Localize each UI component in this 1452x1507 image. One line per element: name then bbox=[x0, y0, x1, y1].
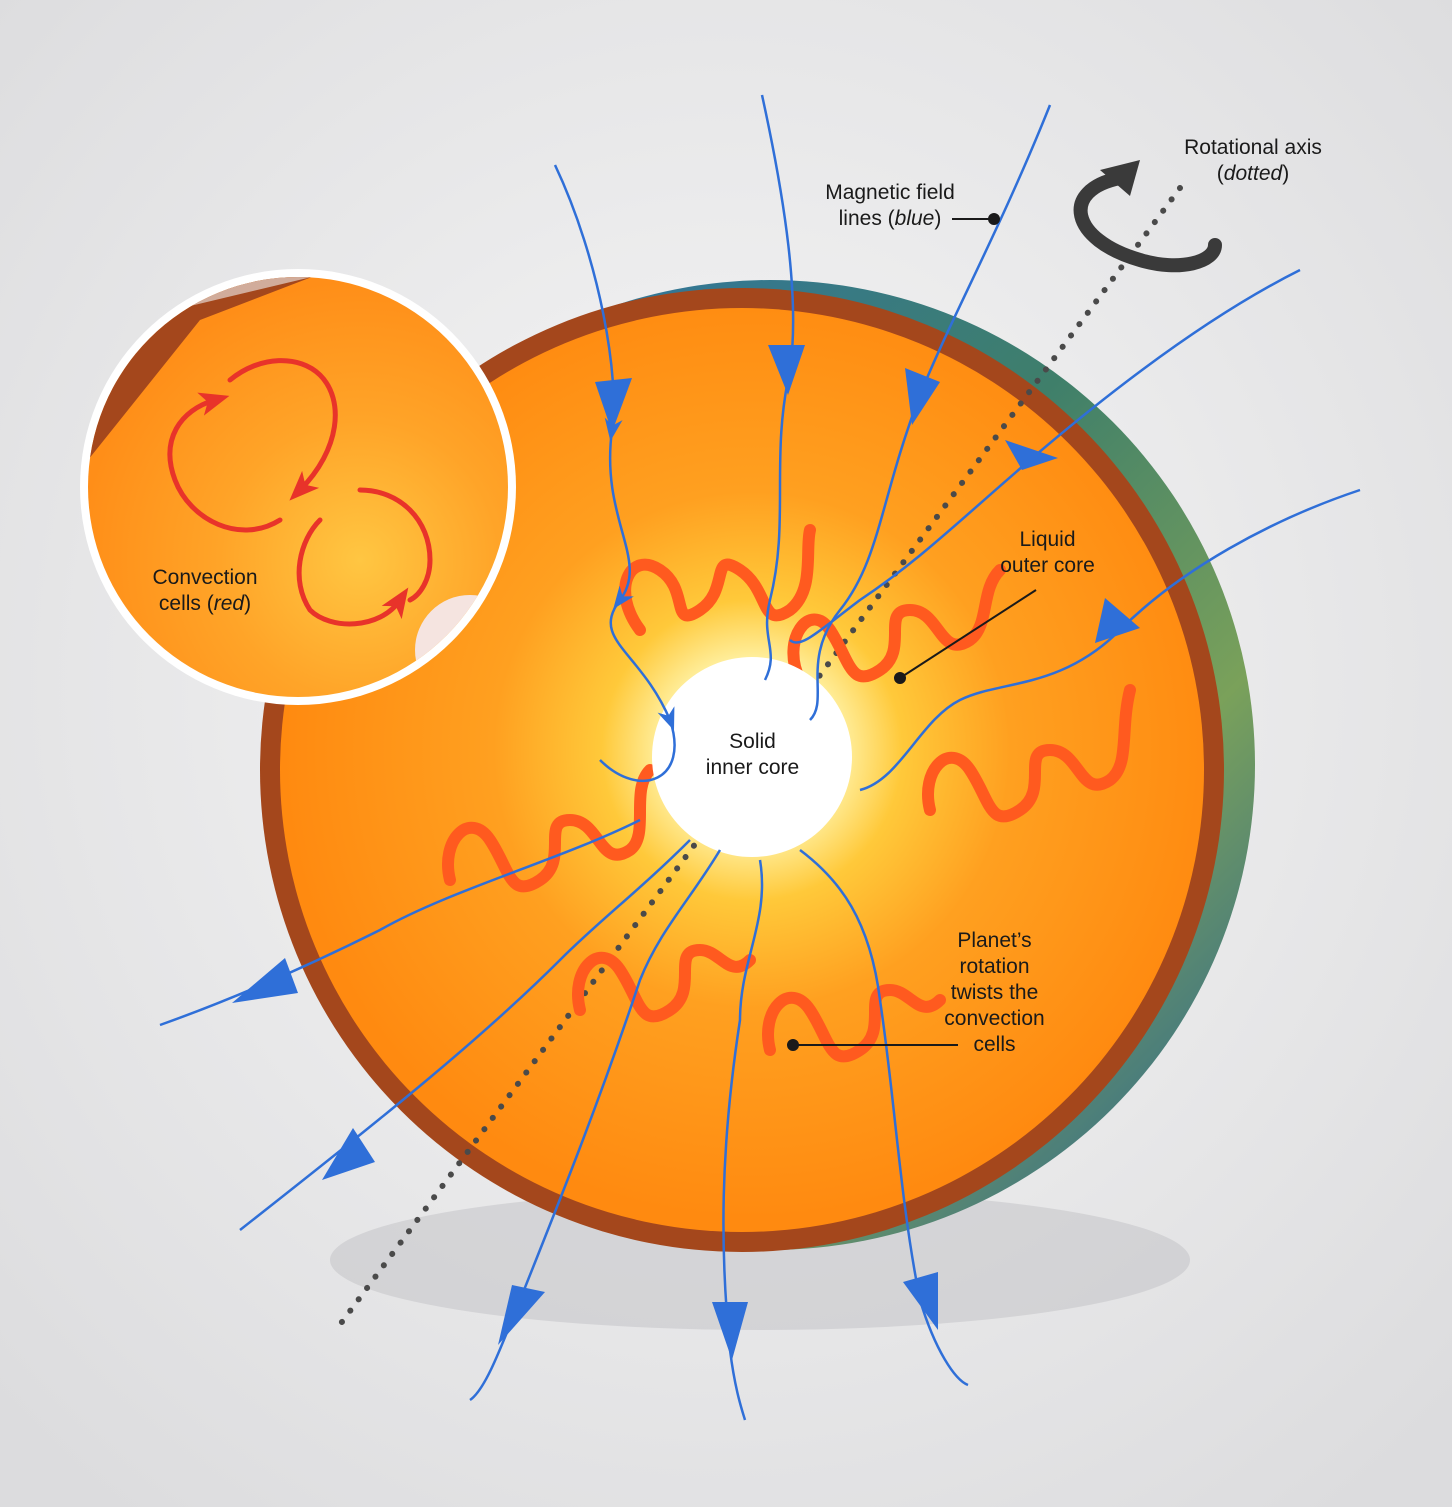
field-line-9 bbox=[722, 859, 764, 1421]
magnetic-field-label: Magnetic field lines (blue) bbox=[825, 181, 955, 230]
arrowhead-icon bbox=[903, 1272, 938, 1330]
convection-loop-upper-return bbox=[167, 392, 283, 533]
solid-inner-core bbox=[652, 657, 852, 857]
convection-loop-upper bbox=[227, 358, 338, 501]
field-arrowheads bbox=[232, 345, 1140, 1360]
leader-dot bbox=[894, 672, 906, 684]
field-line-5 bbox=[859, 488, 1361, 792]
leader-outer-core bbox=[899, 589, 1037, 679]
ribbon-right bbox=[922, 684, 1136, 823]
arrowhead-icon bbox=[905, 368, 940, 425]
leader-dot bbox=[787, 1039, 799, 1051]
planet-shadow bbox=[330, 1190, 1190, 1330]
planet-rotation-label: Planet’s rotation twists the convection … bbox=[944, 929, 1045, 1056]
field-line-1 bbox=[553, 164, 676, 783]
ribbon-left bbox=[442, 764, 656, 893]
convection-cells bbox=[167, 358, 433, 627]
leader-lines bbox=[787, 213, 1037, 1051]
convection-loop-lower-return bbox=[357, 487, 433, 603]
ribbon-upper-right bbox=[787, 564, 1006, 686]
leader-dot bbox=[988, 213, 1000, 225]
field-line-4 bbox=[789, 268, 1301, 644]
convection-cells-label: Convection cells (red) bbox=[152, 566, 258, 615]
field-line-6 bbox=[159, 818, 641, 1027]
field-line-10 bbox=[799, 849, 969, 1387]
arrowhead-icon bbox=[768, 345, 805, 395]
circular-arrow-icon bbox=[1073, 160, 1222, 273]
arrowhead-icon bbox=[232, 958, 298, 1003]
arrowhead-icon bbox=[595, 378, 632, 432]
solid-inner-core-label: Solid inner core bbox=[705, 730, 800, 779]
arrowhead-icon bbox=[712, 1302, 748, 1360]
rotational-axis-label: Rotational axis (dotted) bbox=[1184, 136, 1322, 185]
field-line-3 bbox=[809, 104, 1052, 721]
ribbon-lower-left bbox=[572, 944, 756, 1023]
ribbon-lower-right bbox=[762, 984, 946, 1063]
arrowhead-icon bbox=[1095, 598, 1140, 643]
arrowhead-icon bbox=[1005, 440, 1058, 470]
arrowhead-icon bbox=[498, 1285, 545, 1345]
liquid-outer-core-label: Liquid outer core bbox=[1000, 528, 1095, 577]
rotational-axis-line bbox=[333, 185, 1183, 1333]
arrowhead-icon bbox=[322, 1128, 375, 1180]
field-line-8 bbox=[469, 849, 722, 1402]
convection-loop-lower bbox=[296, 517, 409, 627]
field-line-2 bbox=[760, 94, 795, 681]
